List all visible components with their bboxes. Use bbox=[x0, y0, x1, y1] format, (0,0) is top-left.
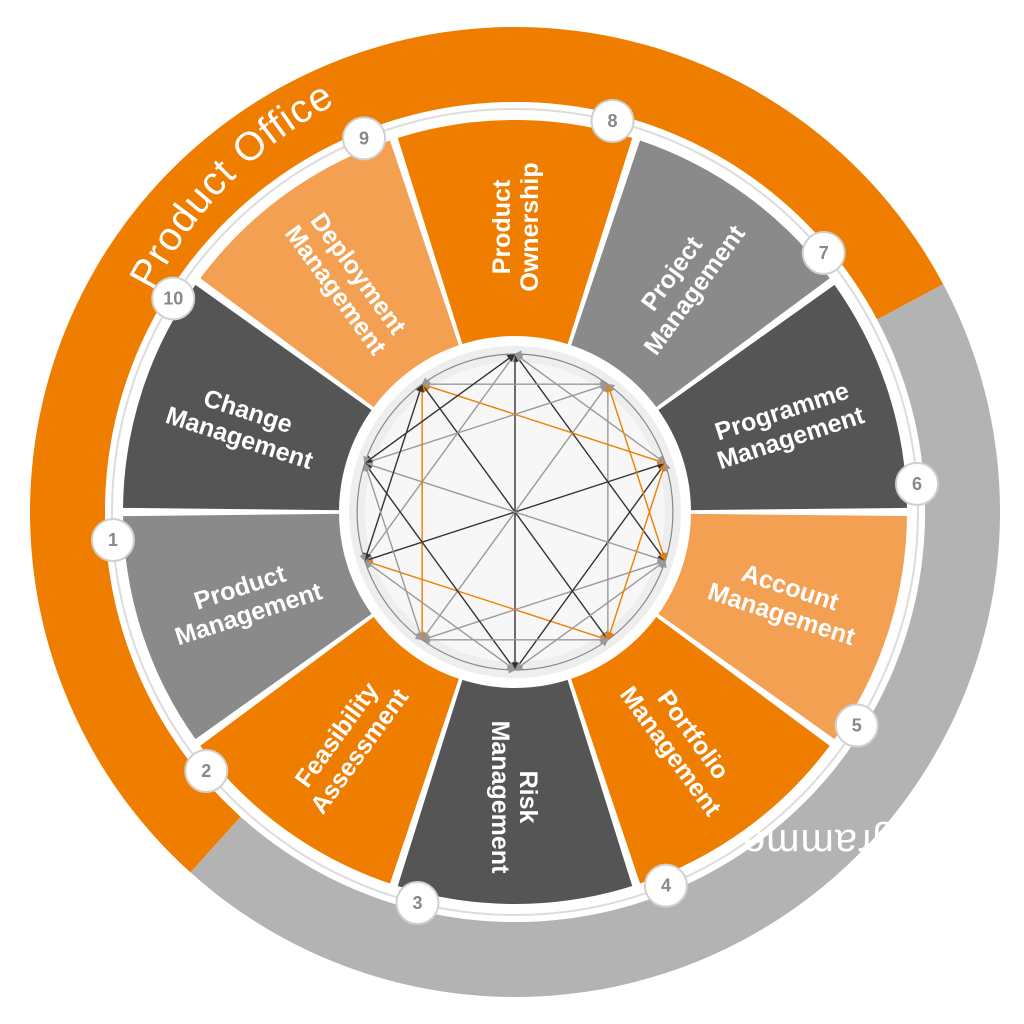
number-badge-1 bbox=[90, 518, 135, 563]
segment-wedge-9[interactable] bbox=[200, 140, 461, 411]
number-badge-text-6: 6 bbox=[912, 474, 922, 494]
neighbour-arrow bbox=[663, 462, 674, 562]
neighbour-arrow bbox=[356, 462, 367, 562]
connection-arrow bbox=[363, 462, 424, 641]
number-badge-text-5: 5 bbox=[852, 716, 862, 736]
number-badge-7 bbox=[801, 230, 846, 275]
product-office-band bbox=[30, 27, 944, 873]
segment-outer-track bbox=[111, 108, 919, 916]
segment-wedge-4[interactable] bbox=[569, 613, 830, 884]
number-badge-2 bbox=[184, 749, 229, 794]
neighbour-arrow bbox=[514, 639, 609, 671]
neighbour-arrow bbox=[421, 353, 516, 385]
segment-wedge-6[interactable] bbox=[653, 284, 907, 511]
segment-wedge-3[interactable] bbox=[397, 674, 633, 904]
number-badge-text-10: 10 bbox=[163, 288, 183, 308]
programme-office-band bbox=[190, 284, 1001, 998]
number-badge-text-9: 9 bbox=[359, 128, 369, 148]
number-badge-5 bbox=[834, 703, 879, 748]
connection-arrow bbox=[514, 353, 666, 464]
number-badge-6 bbox=[895, 461, 940, 506]
number-badge-text-8: 8 bbox=[607, 111, 617, 131]
neighbour-arrow bbox=[421, 639, 516, 674]
number-badge-text-2: 2 bbox=[201, 761, 211, 781]
connection-arrow bbox=[606, 462, 667, 641]
neighbour-arrow bbox=[607, 560, 667, 641]
connection-arrow bbox=[364, 353, 516, 464]
segment-wedge-1[interactable] bbox=[123, 513, 377, 740]
number-badge-10 bbox=[151, 276, 196, 321]
number-badge-4 bbox=[643, 863, 688, 908]
number-badge-3 bbox=[395, 881, 440, 926]
number-badge-8 bbox=[590, 98, 635, 143]
segment-wedge-10[interactable] bbox=[123, 284, 377, 511]
segment-label-8: ProductOwnership bbox=[488, 162, 544, 291]
number-badge-text-1: 1 bbox=[108, 530, 118, 550]
number-badge-text-3: 3 bbox=[412, 893, 422, 913]
number-badge-text-7: 7 bbox=[819, 243, 829, 263]
number-badge-text-4: 4 bbox=[661, 876, 671, 896]
segment-wedge-2[interactable] bbox=[200, 613, 461, 884]
neighbour-arrow bbox=[607, 383, 666, 464]
segment-wedge-5[interactable] bbox=[653, 513, 907, 740]
number-badges: 1 2 3 4 5 6 7 8 9 10 bbox=[90, 98, 940, 926]
neighbour-arrow bbox=[363, 383, 423, 464]
segment-label-3: RiskManagement bbox=[486, 721, 542, 874]
segment-wedge-7[interactable] bbox=[569, 140, 830, 411]
neighbour-arrow bbox=[364, 560, 423, 641]
number-badge-9 bbox=[342, 116, 387, 161]
neighbour-arrow bbox=[514, 350, 609, 385]
segment-wedge-8[interactable] bbox=[397, 120, 633, 350]
hub-connections bbox=[356, 350, 674, 674]
segment-wedges bbox=[123, 120, 907, 904]
